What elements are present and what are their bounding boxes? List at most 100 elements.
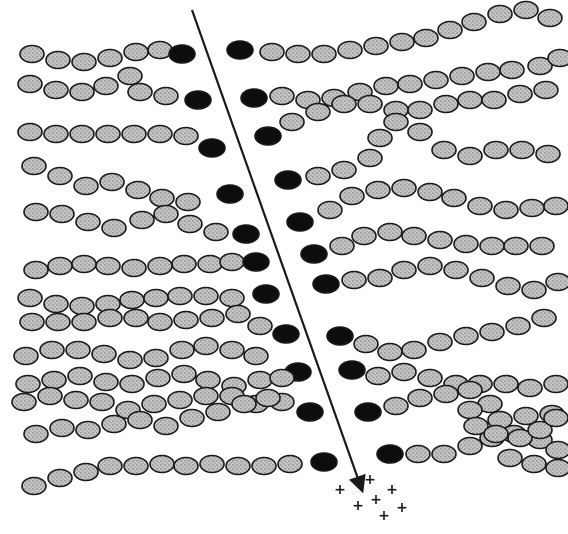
chain-bead bbox=[72, 54, 96, 71]
chain-bead bbox=[102, 416, 126, 433]
chain-bead bbox=[354, 336, 378, 353]
chain-bead bbox=[438, 22, 462, 39]
chain-bead bbox=[70, 298, 94, 315]
chain-bead bbox=[64, 392, 88, 409]
chain-bead bbox=[390, 34, 414, 51]
chain-bead bbox=[220, 342, 244, 359]
chain-bead bbox=[498, 450, 522, 467]
chain-bead bbox=[544, 410, 568, 427]
chain-bead bbox=[530, 238, 554, 255]
chain-end-bead bbox=[227, 41, 253, 59]
plus-ion-icon: + bbox=[378, 508, 390, 524]
chain-end-bead bbox=[241, 89, 267, 107]
chain-bead bbox=[280, 114, 304, 131]
chain-bead bbox=[74, 464, 98, 481]
chain-bead bbox=[226, 458, 250, 475]
chain-bead bbox=[384, 114, 408, 131]
chain-bead bbox=[504, 238, 528, 255]
chain-bead bbox=[496, 278, 520, 295]
chain-bead bbox=[200, 310, 224, 327]
chain-end-bead bbox=[313, 275, 339, 293]
chain-bead bbox=[520, 200, 544, 217]
chain-bead bbox=[270, 370, 294, 387]
chain-bead bbox=[128, 412, 152, 429]
chain-bead bbox=[458, 92, 482, 109]
chain-bead bbox=[126, 182, 150, 199]
chain-bead bbox=[398, 76, 422, 93]
chain-bead bbox=[458, 382, 482, 399]
chain-bead bbox=[544, 198, 568, 215]
chain-bead bbox=[270, 88, 294, 105]
chain-bead bbox=[168, 392, 192, 409]
chain-bead bbox=[384, 398, 408, 415]
chain-bead bbox=[44, 82, 68, 99]
plus-ion-icon: + bbox=[386, 482, 398, 498]
chain-bead bbox=[546, 460, 568, 477]
chain-bead bbox=[332, 162, 356, 179]
chain-end-bead bbox=[199, 139, 225, 157]
chain-bead bbox=[154, 206, 178, 223]
chain-bead bbox=[392, 180, 416, 197]
chain-bead bbox=[20, 46, 44, 63]
chain-bead bbox=[494, 202, 518, 219]
chain-bead bbox=[244, 348, 268, 365]
chain-bead bbox=[194, 388, 218, 405]
chain-bead bbox=[72, 314, 96, 331]
chain-bead bbox=[20, 314, 44, 331]
chain-bead bbox=[506, 318, 530, 335]
chain-bead bbox=[424, 72, 448, 89]
chain-bead bbox=[18, 124, 42, 141]
chain-bead bbox=[536, 146, 560, 163]
chain-bead bbox=[418, 184, 442, 201]
chain-bead bbox=[454, 328, 478, 345]
chain-bead bbox=[378, 344, 402, 361]
chain-bead bbox=[340, 188, 364, 205]
chain-end-bead bbox=[233, 225, 259, 243]
chain-bead bbox=[392, 262, 416, 279]
chain-bead bbox=[330, 238, 354, 255]
chain-bead bbox=[358, 96, 382, 113]
chain-bead bbox=[196, 372, 220, 389]
chain-bead bbox=[176, 194, 200, 211]
chain-bead bbox=[488, 6, 512, 23]
chain-end-bead bbox=[327, 327, 353, 345]
chain-bead bbox=[48, 168, 72, 185]
chain-bead bbox=[24, 262, 48, 279]
chain-bead bbox=[96, 126, 120, 143]
chain-bead bbox=[120, 376, 144, 393]
chain-bead bbox=[286, 46, 310, 63]
chain-bead bbox=[278, 456, 302, 473]
chain-bead bbox=[66, 342, 90, 359]
chain-bead bbox=[16, 376, 40, 393]
chain-bead bbox=[122, 126, 146, 143]
chain-bead bbox=[444, 262, 468, 279]
chain-bead bbox=[220, 254, 244, 271]
chain-bead bbox=[402, 342, 426, 359]
chain-bead bbox=[450, 68, 474, 85]
chain-bead bbox=[142, 396, 166, 413]
chain-bead bbox=[484, 426, 508, 443]
chain-bead bbox=[508, 86, 532, 103]
chain-bead bbox=[148, 258, 172, 275]
chain-bead bbox=[42, 372, 66, 389]
chain-end-bead bbox=[273, 325, 299, 343]
chain-bead bbox=[124, 458, 148, 475]
chain-bead bbox=[358, 150, 382, 167]
plus-ion-icon: + bbox=[352, 498, 364, 514]
chain-bead bbox=[368, 270, 392, 287]
chain-bead bbox=[148, 42, 172, 59]
chain-bead bbox=[118, 352, 142, 369]
chain-bead bbox=[418, 258, 442, 275]
chain-bead bbox=[120, 292, 144, 309]
chain-bead bbox=[408, 390, 432, 407]
chain-bead bbox=[532, 310, 556, 327]
chain-bead bbox=[22, 478, 46, 495]
chain-end-bead bbox=[287, 213, 313, 231]
chain-end-bead bbox=[301, 245, 327, 263]
chain-bead bbox=[46, 52, 70, 69]
chain-bead bbox=[546, 442, 568, 459]
chain-bead bbox=[538, 10, 562, 27]
chain-bead bbox=[428, 334, 452, 351]
chain-bead bbox=[518, 380, 542, 397]
